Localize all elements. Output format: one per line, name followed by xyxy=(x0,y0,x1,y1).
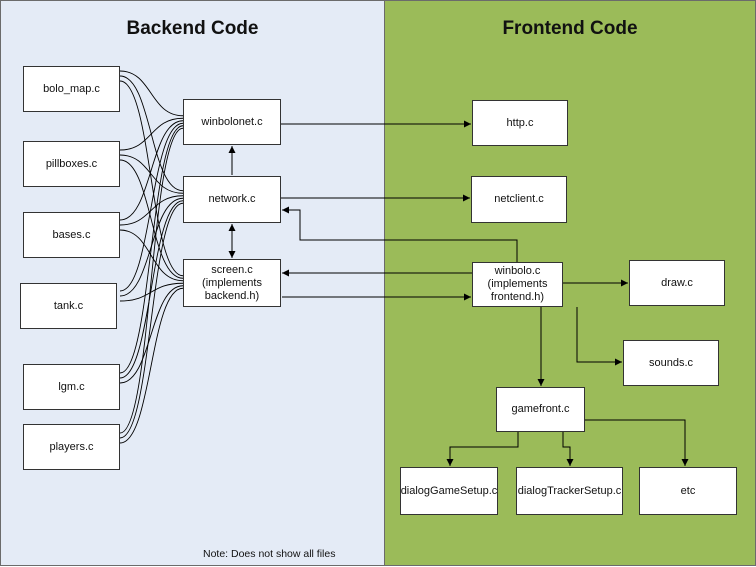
fan-wire xyxy=(119,159,184,279)
main-connectors xyxy=(228,120,689,466)
draw-box: draw.c xyxy=(629,260,725,306)
dialog-game-setup-box: dialogGameSetup.c xyxy=(400,467,498,515)
players-box: players.c xyxy=(23,424,120,470)
arrow-gamefront-to-etc xyxy=(585,419,689,466)
fan-wire xyxy=(119,285,184,384)
fan-wire xyxy=(119,282,184,302)
backend-title: Backend Code xyxy=(126,18,259,39)
fan-wire xyxy=(119,154,184,194)
bolo-map-box: bolo_map.c xyxy=(23,66,120,112)
fan-wires xyxy=(119,70,184,444)
fan-wire xyxy=(119,70,184,117)
fan-wire xyxy=(119,287,184,444)
tank-box: tank.c xyxy=(20,283,117,329)
fan-wire xyxy=(119,200,184,379)
fan-wire xyxy=(119,117,184,151)
fan-wire xyxy=(119,195,184,226)
fan-wire xyxy=(119,125,184,374)
fan-wire xyxy=(119,229,184,282)
gamefront-box: gamefront.c xyxy=(496,387,585,432)
fan-wire xyxy=(119,202,184,439)
screen-box: screen.c (implements backend.h) xyxy=(183,259,281,307)
winbolonet-box: winbolonet.c xyxy=(183,99,281,145)
frontend-title: Frontend Code xyxy=(502,18,638,39)
fan-wire xyxy=(119,120,184,221)
network-box: network.c xyxy=(183,176,281,223)
arrow-gamefront-to-dialogtrackersetup xyxy=(562,432,574,466)
arrow-winbolo-to-sounds xyxy=(576,307,622,366)
dialog-tracker-setup-box: dialogTrackerSetup.c xyxy=(516,467,623,515)
etc-box: etc xyxy=(639,467,737,515)
lgm-box: lgm.c xyxy=(23,364,120,410)
arrow-winbolo-to-network xyxy=(282,206,518,262)
winbolo-box: winbolo.c (implements frontend.h) xyxy=(472,262,563,307)
fan-wire xyxy=(119,80,184,277)
sounds-box: sounds.c xyxy=(623,340,719,386)
fan-wire xyxy=(119,75,184,192)
netclient-box: netclient.c xyxy=(471,176,567,223)
pillboxes-box: pillboxes.c xyxy=(23,141,120,187)
http-box: http.c xyxy=(472,100,568,146)
fan-wire xyxy=(119,122,184,292)
arrow-gamefront-to-dialoggamesetup xyxy=(446,432,519,466)
bases-box: bases.c xyxy=(23,212,120,258)
footnote: Note: Does not show all files xyxy=(203,548,336,560)
fan-wire xyxy=(119,127,184,434)
